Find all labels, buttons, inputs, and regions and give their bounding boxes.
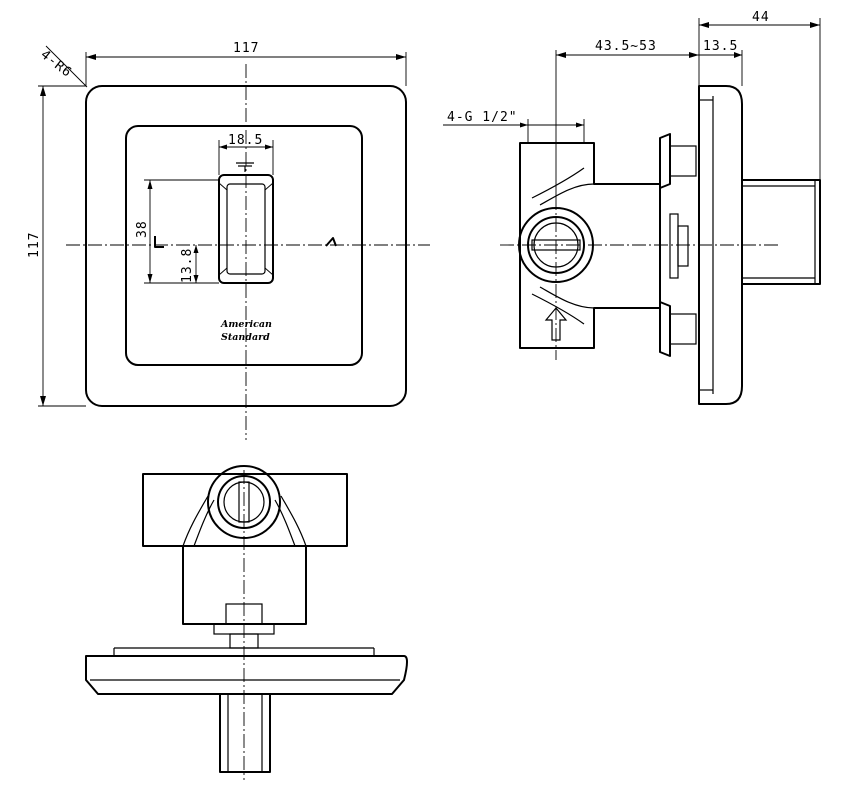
top-view [85, 465, 408, 780]
top-body [182, 545, 307, 625]
dim-handle-offset: 13.8 [180, 248, 195, 283]
top-stem [219, 693, 271, 773]
side-stem [741, 179, 821, 285]
left-mark-icon [154, 236, 164, 248]
nut-top [659, 133, 671, 189]
dim-total-depth: 44 [752, 10, 770, 25]
dim-width-117: 117 [233, 41, 259, 56]
side-view: 4-G 1/2" 43.5~53 13.5 44 [443, 10, 821, 405]
front-view: American Standard 117 4-R6 117 18.5 [27, 41, 430, 440]
dim-handle-height: 38 [135, 220, 150, 238]
dim-handle-width: 18.5 [228, 133, 263, 148]
side-body [519, 142, 661, 349]
dim-plate-thickness: 13.5 [703, 39, 738, 54]
dim-corner-radius: 4-R6 [38, 47, 75, 81]
dim-depth-range: 43.5~53 [595, 39, 657, 54]
nut-bottom [659, 301, 671, 357]
dim-thread: 4-G 1/2" [447, 110, 518, 125]
front-inner-panel [125, 125, 363, 366]
side-plate [698, 85, 743, 405]
top-plate [85, 655, 408, 695]
right-mark-icon [325, 237, 337, 247]
dim-height-117: 117 [27, 232, 42, 258]
indicator-icon [236, 162, 254, 172]
top-inlet-block [142, 473, 348, 547]
